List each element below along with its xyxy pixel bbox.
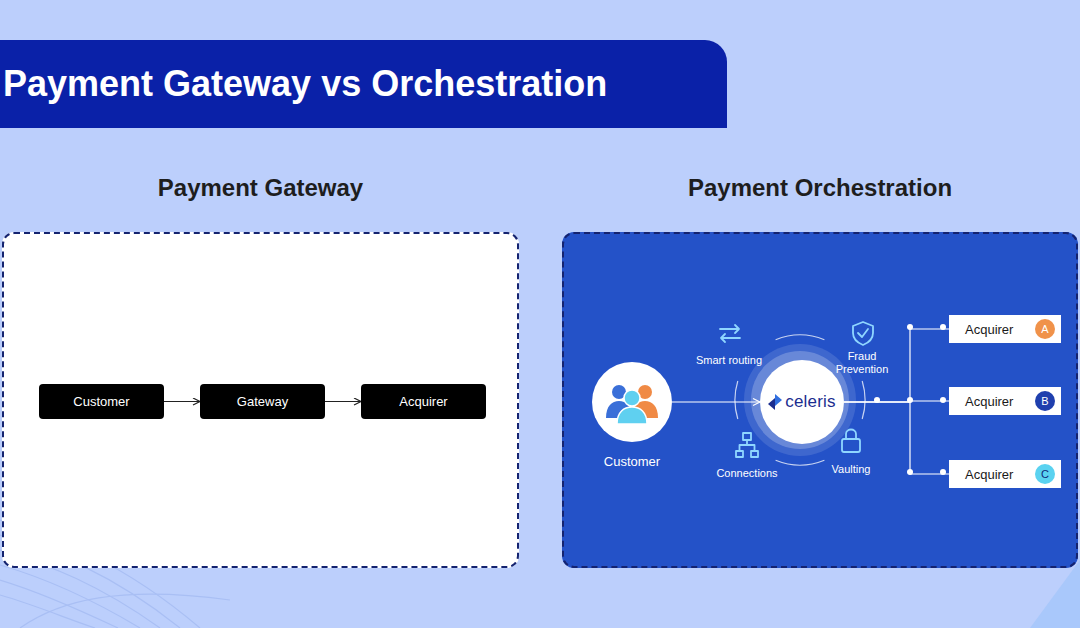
logo-icon	[768, 394, 782, 410]
node-label: Acquirer	[399, 394, 447, 409]
panel-ground	[562, 232, 1078, 568]
acquirer-box: Acquirer C	[949, 460, 1061, 488]
title-banner: Payment Gateway vs Orchestration	[0, 40, 727, 128]
badge-letter: B	[1035, 391, 1055, 411]
node-label: celeris	[785, 392, 836, 412]
badge-letter: C	[1035, 464, 1055, 484]
connector-line	[164, 401, 200, 402]
connector-line	[325, 401, 361, 402]
diagram-panel: Payment GatewayCustomerGatewayAcquirer	[2, 232, 519, 568]
panel-ground	[2, 232, 519, 568]
connector-line	[672, 401, 760, 402]
corner-shape	[1030, 560, 1080, 628]
node-label: Acquirer	[965, 467, 1013, 482]
process-box: Gateway	[200, 384, 325, 419]
feature-label: Fraud Prevention	[831, 350, 893, 376]
node-label: Customer	[73, 394, 129, 409]
feature-label: Vaulting	[816, 463, 886, 476]
feature-label: Smart routing	[684, 354, 774, 367]
feature-label: Connections	[702, 467, 792, 480]
process-box: Customer	[39, 384, 164, 419]
panel-heading: Payment Orchestration	[564, 174, 1076, 202]
node-label: Gateway	[237, 394, 288, 409]
people-icon	[592, 362, 672, 442]
panel-heading: Payment Gateway	[4, 174, 517, 202]
routing-icon	[720, 325, 740, 342]
diagram-panel: Payment OrchestrationCustomercelerisAcqu…	[562, 232, 1078, 568]
shield-icon	[853, 322, 873, 345]
network-icon	[736, 433, 758, 457]
hub-circle: celeris	[760, 360, 844, 444]
node-label: Customer	[562, 454, 702, 469]
badge-letter: A	[1035, 319, 1055, 339]
acquirer-box: Acquirer B	[949, 387, 1061, 415]
acquirer-box: Acquirer A	[949, 315, 1061, 343]
process-box: Acquirer	[361, 384, 486, 419]
title-text: Payment Gateway vs Orchestration	[0, 40, 727, 128]
customer-circle: Customer	[592, 362, 672, 442]
lock-icon	[842, 430, 860, 453]
node-label: Acquirer	[965, 322, 1013, 337]
node-label: Acquirer	[965, 394, 1013, 409]
